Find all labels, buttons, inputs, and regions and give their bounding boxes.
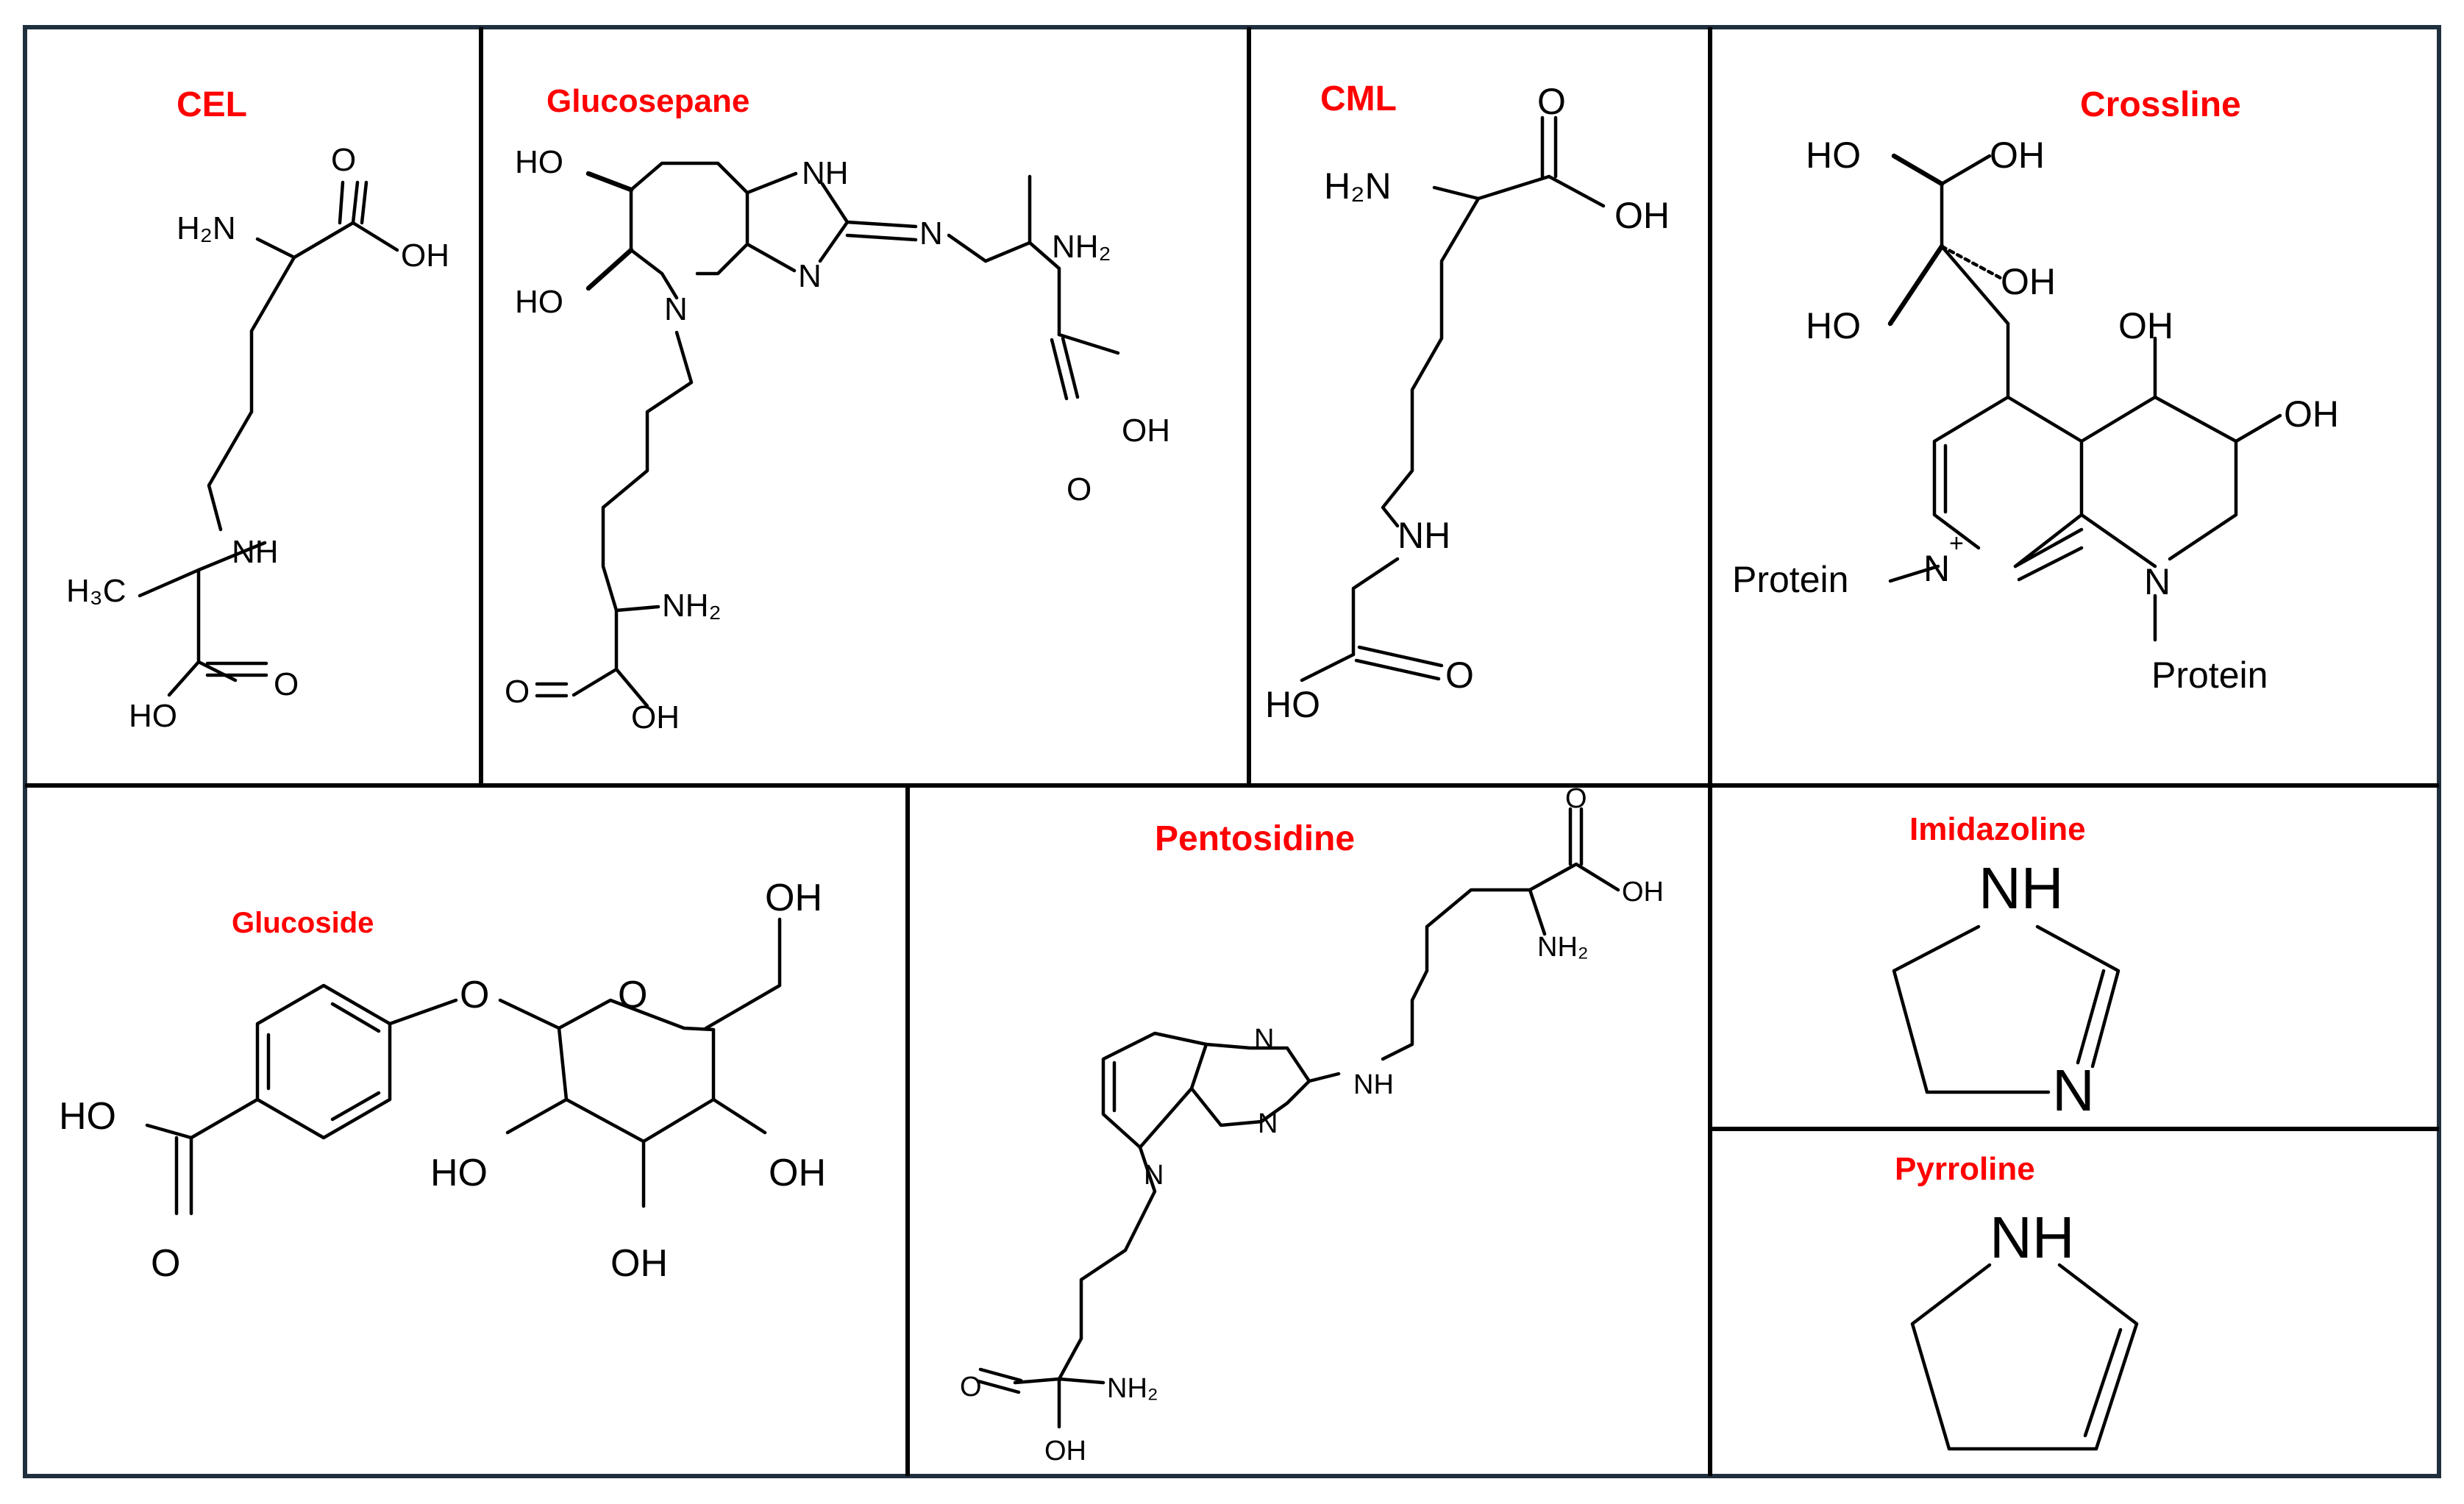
glucosepane-atom-ho1: HO [515, 144, 563, 180]
glucoside-atom-oh-top: OH [765, 877, 822, 919]
panel-cel: CEL O H₂N OH NH H₃C O HO [66, 85, 449, 734]
glucoside-atom-ho-left: HO [430, 1152, 488, 1194]
imidazoline-atom-nh: NH [1979, 855, 2064, 921]
pyrroline-title: Pyrroline [1895, 1151, 2035, 1187]
panel-cml: CML O H₂N OH NH HO O [1265, 79, 1670, 725]
glucoside-atom-oh-right: OH [769, 1152, 826, 1194]
cel-atom-oh: OH [401, 238, 449, 274]
panel-imidazoline: Imidazoline NH N [1892, 811, 2121, 1123]
glucosepane-atom-n-ring2: N [798, 258, 822, 294]
glucoside-atom-o-ether: O [460, 974, 489, 1016]
imidazoline-title: Imidazoline [1909, 811, 2086, 847]
pentosidine-atom-o-top: O [1565, 783, 1587, 814]
crossline-atom-oh1: OH [1990, 135, 2045, 176]
glucosepane-atom-nh2-top: NH₂ [1052, 229, 1111, 265]
glucosepane-atom-o-acid: O [1067, 471, 1092, 507]
panel-glucosepane: Glucosepane HO HO NH N N N NH₂ [505, 83, 1170, 735]
panel-grid [23, 25, 2441, 1478]
crossline-atom-ho1: HO [1806, 135, 1861, 176]
imidazoline-structure: NH N [1892, 855, 2121, 1123]
glucoside-atom-o-acid: O [151, 1242, 180, 1285]
imidazoline-atom-n: N [2052, 1058, 2095, 1123]
cml-atom-ho: HO [1265, 684, 1320, 725]
cml-atom-oh: OH [1614, 195, 1670, 236]
panel-crossline: Crossline HO OH OH HO OH OH N + Prot [1732, 85, 2339, 696]
cml-atom-nh2: H₂N [1324, 165, 1392, 207]
cel-atom-ho: HO [129, 698, 177, 734]
glucoside-structure: OH O O HO O HO OH OH [59, 877, 826, 1285]
pentosidine-atom-n1: N [1254, 1024, 1274, 1055]
glucosepane-atom-oh: OH [1122, 413, 1170, 449]
glucoside-atom-oh-bottom: OH [610, 1242, 668, 1285]
glucosepane-atom-oh-bottom: OH [631, 699, 680, 735]
panel-pentosidine: Pentosidine O OH NH₂ N N NH N O NH₂ OH [960, 783, 1664, 1466]
glucoside-atom-o-ring: O [618, 974, 647, 1016]
pentosidine-title: Pentosidine [1155, 819, 1355, 858]
outer-frame [23, 25, 2441, 1478]
cml-structure: O H₂N OH NH HO O [1265, 81, 1670, 725]
pentosidine-atom-n-py: N [1144, 1160, 1164, 1191]
glucosepane-structure: HO HO NH N N N NH₂ OH O NH₂ O OH [505, 144, 1170, 735]
cml-atom-nh: NH [1397, 515, 1450, 556]
crossline-atom-oh2: OH [2001, 261, 2056, 302]
crossline-atom-ho2: HO [1806, 305, 1861, 346]
glucosepane-atom-ho2: HO [515, 284, 563, 320]
glucosepane-atom-nh2-bottom: NH₂ [662, 588, 722, 624]
pentosidine-atom-oh-top: OH [1622, 877, 1664, 908]
glucoside-title: Glucoside [232, 907, 374, 939]
pyrroline-structure: NH [1910, 1205, 2139, 1451]
pentosidine-atom-nh: NH [1353, 1069, 1394, 1100]
cel-atom-o: O [331, 142, 356, 178]
pentosidine-atom-n2: N [1258, 1108, 1278, 1139]
cel-atom-o2: O [274, 666, 299, 702]
cel-title: CEL [177, 85, 247, 124]
glucosepane-atom-o-bottom: O [505, 674, 530, 710]
pyrroline-atom-nh: NH [1990, 1205, 2075, 1270]
cel-structure: O H₂N OH NH H₃C O HO [66, 142, 449, 734]
crossline-atom-n-plus: N [1923, 548, 1950, 589]
cel-atom-nh: NH [232, 534, 279, 570]
pentosidine-atom-nh2-top: NH₂ [1537, 932, 1589, 963]
crossline-atom-protein1: Protein [1732, 559, 1848, 600]
crossline-atom-plus: + [1949, 530, 1964, 557]
pentosidine-atom-o-bottom: O [960, 1372, 982, 1403]
panel-pyrroline: Pyrroline NH [1895, 1151, 2139, 1451]
pentosidine-atom-nh2-bottom: NH₂ [1107, 1373, 1158, 1404]
glucoside-atom-ho-acid: HO [59, 1095, 116, 1138]
panel-glucoside: Glucoside OH O O HO O HO OH OH [59, 877, 826, 1285]
crossline-atom-n2: N [2144, 561, 2171, 602]
glucosepane-atom-n-ring: N [664, 291, 688, 327]
cel-atom-h3c: H₃C [66, 573, 126, 609]
glucosepane-atom-n-imine: N [919, 215, 943, 252]
crossline-atom-oh4: OH [2284, 393, 2339, 435]
cel-atom-nh2: H₂N [177, 210, 236, 246]
crossline-title: Crossline [2080, 85, 2241, 124]
crossline-structure: HO OH OH HO OH OH N + Protein N Protein [1732, 135, 2339, 696]
glucosepane-atom-nh: NH [802, 155, 849, 191]
cml-title: CML [1320, 79, 1397, 118]
cml-atom-o2: O [1445, 655, 1474, 696]
glucosepane-title: Glucosepane [546, 83, 749, 119]
pentosidine-structure: O OH NH₂ N N NH N O NH₂ OH [960, 783, 1664, 1466]
crossline-atom-oh3: OH [2118, 305, 2173, 346]
pentosidine-atom-oh-bottom: OH [1044, 1436, 1086, 1466]
cml-atom-o: O [1537, 81, 1566, 122]
crossline-atom-protein2: Protein [2151, 655, 2268, 696]
